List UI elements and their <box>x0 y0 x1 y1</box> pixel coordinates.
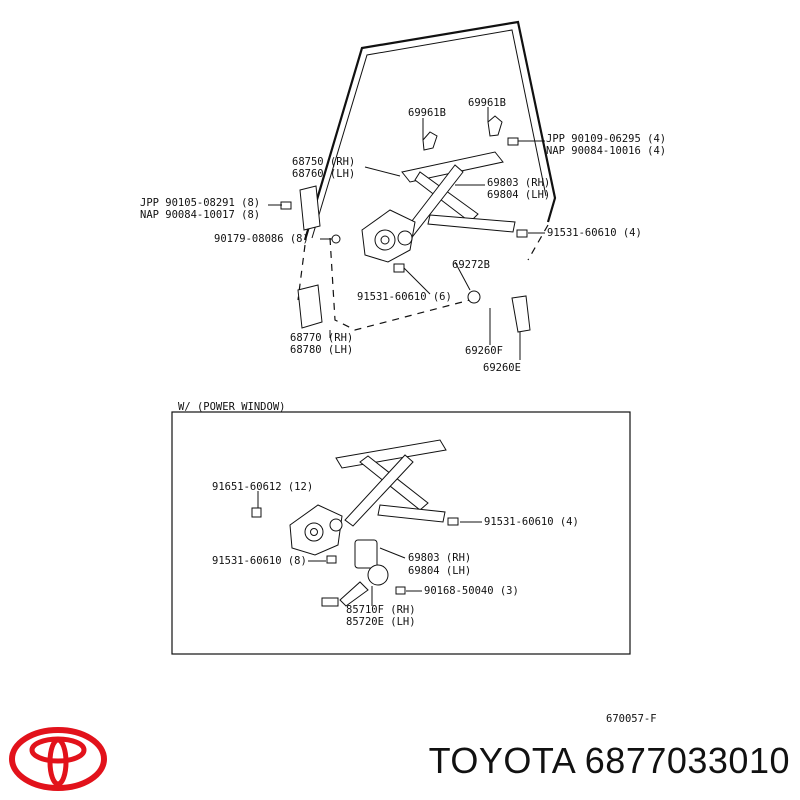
label-68780: 68780 (LH) <box>290 344 353 356</box>
label-nap-top: NAP 90084-10016 (4) <box>546 145 666 157</box>
label-jpp-left: JPP 90105-08291 (8) <box>140 197 260 209</box>
label-nap-left: NAP 90084-10017 (8) <box>140 209 260 221</box>
manual-regulator <box>361 115 516 263</box>
label-69804: 69804 (LH) <box>487 189 550 201</box>
toyota-logo-icon <box>9 727 107 791</box>
label-91531-pw-left: 91531-60610 (8) <box>212 555 307 567</box>
label-69260e: 69260E <box>483 362 521 374</box>
label-91531-pw-right: 91531-60610 (4) <box>484 516 579 528</box>
label-69260f: 69260F <box>465 345 503 357</box>
label-68750: 68750 (RH) <box>292 156 355 168</box>
brand-part-number: TOYOTA 6877033010 <box>428 740 790 781</box>
figure-code: 670057-F <box>606 713 657 725</box>
leader-lines-top <box>268 107 545 360</box>
label-85720e: 85720E (LH) <box>346 616 416 628</box>
power-window-panel: W/ (POWER WINDOW) 91651-60612 (12) 91531… <box>171 401 631 655</box>
label-69803: 69803 (RH) <box>487 177 550 189</box>
window-channels <box>280 137 531 333</box>
label-jpp-top: JPP 90109-06295 (4) <box>546 133 666 145</box>
label-69272b: 69272B <box>452 259 490 271</box>
label-85710f: 85710F (RH) <box>346 604 416 616</box>
label-69803-pw: 69803 (RH) <box>408 552 471 564</box>
door-glass-outline <box>297 20 557 331</box>
label-69961b-b: 69961B <box>468 97 506 109</box>
label-69961b-a: 69961B <box>408 107 446 119</box>
top-labels: 69961B 69961B JPP 90109-06295 (4) NAP 90… <box>140 97 666 374</box>
label-91531-right: 91531-60610 (4) <box>547 227 642 239</box>
label-68770: 68770 (RH) <box>290 332 353 344</box>
label-69804-pw: 69804 (LH) <box>408 565 471 577</box>
label-90179: 90179-08086 (8) <box>214 233 309 245</box>
label-91651: 91651-60612 (12) <box>212 481 313 493</box>
label-power-window: W/ (POWER WINDOW) <box>178 401 285 413</box>
label-68760: 68760 (LH) <box>292 168 355 180</box>
label-91531-center: 91531-60610 (6) <box>357 291 452 303</box>
label-90168: 90168-50040 (3) <box>424 585 519 597</box>
